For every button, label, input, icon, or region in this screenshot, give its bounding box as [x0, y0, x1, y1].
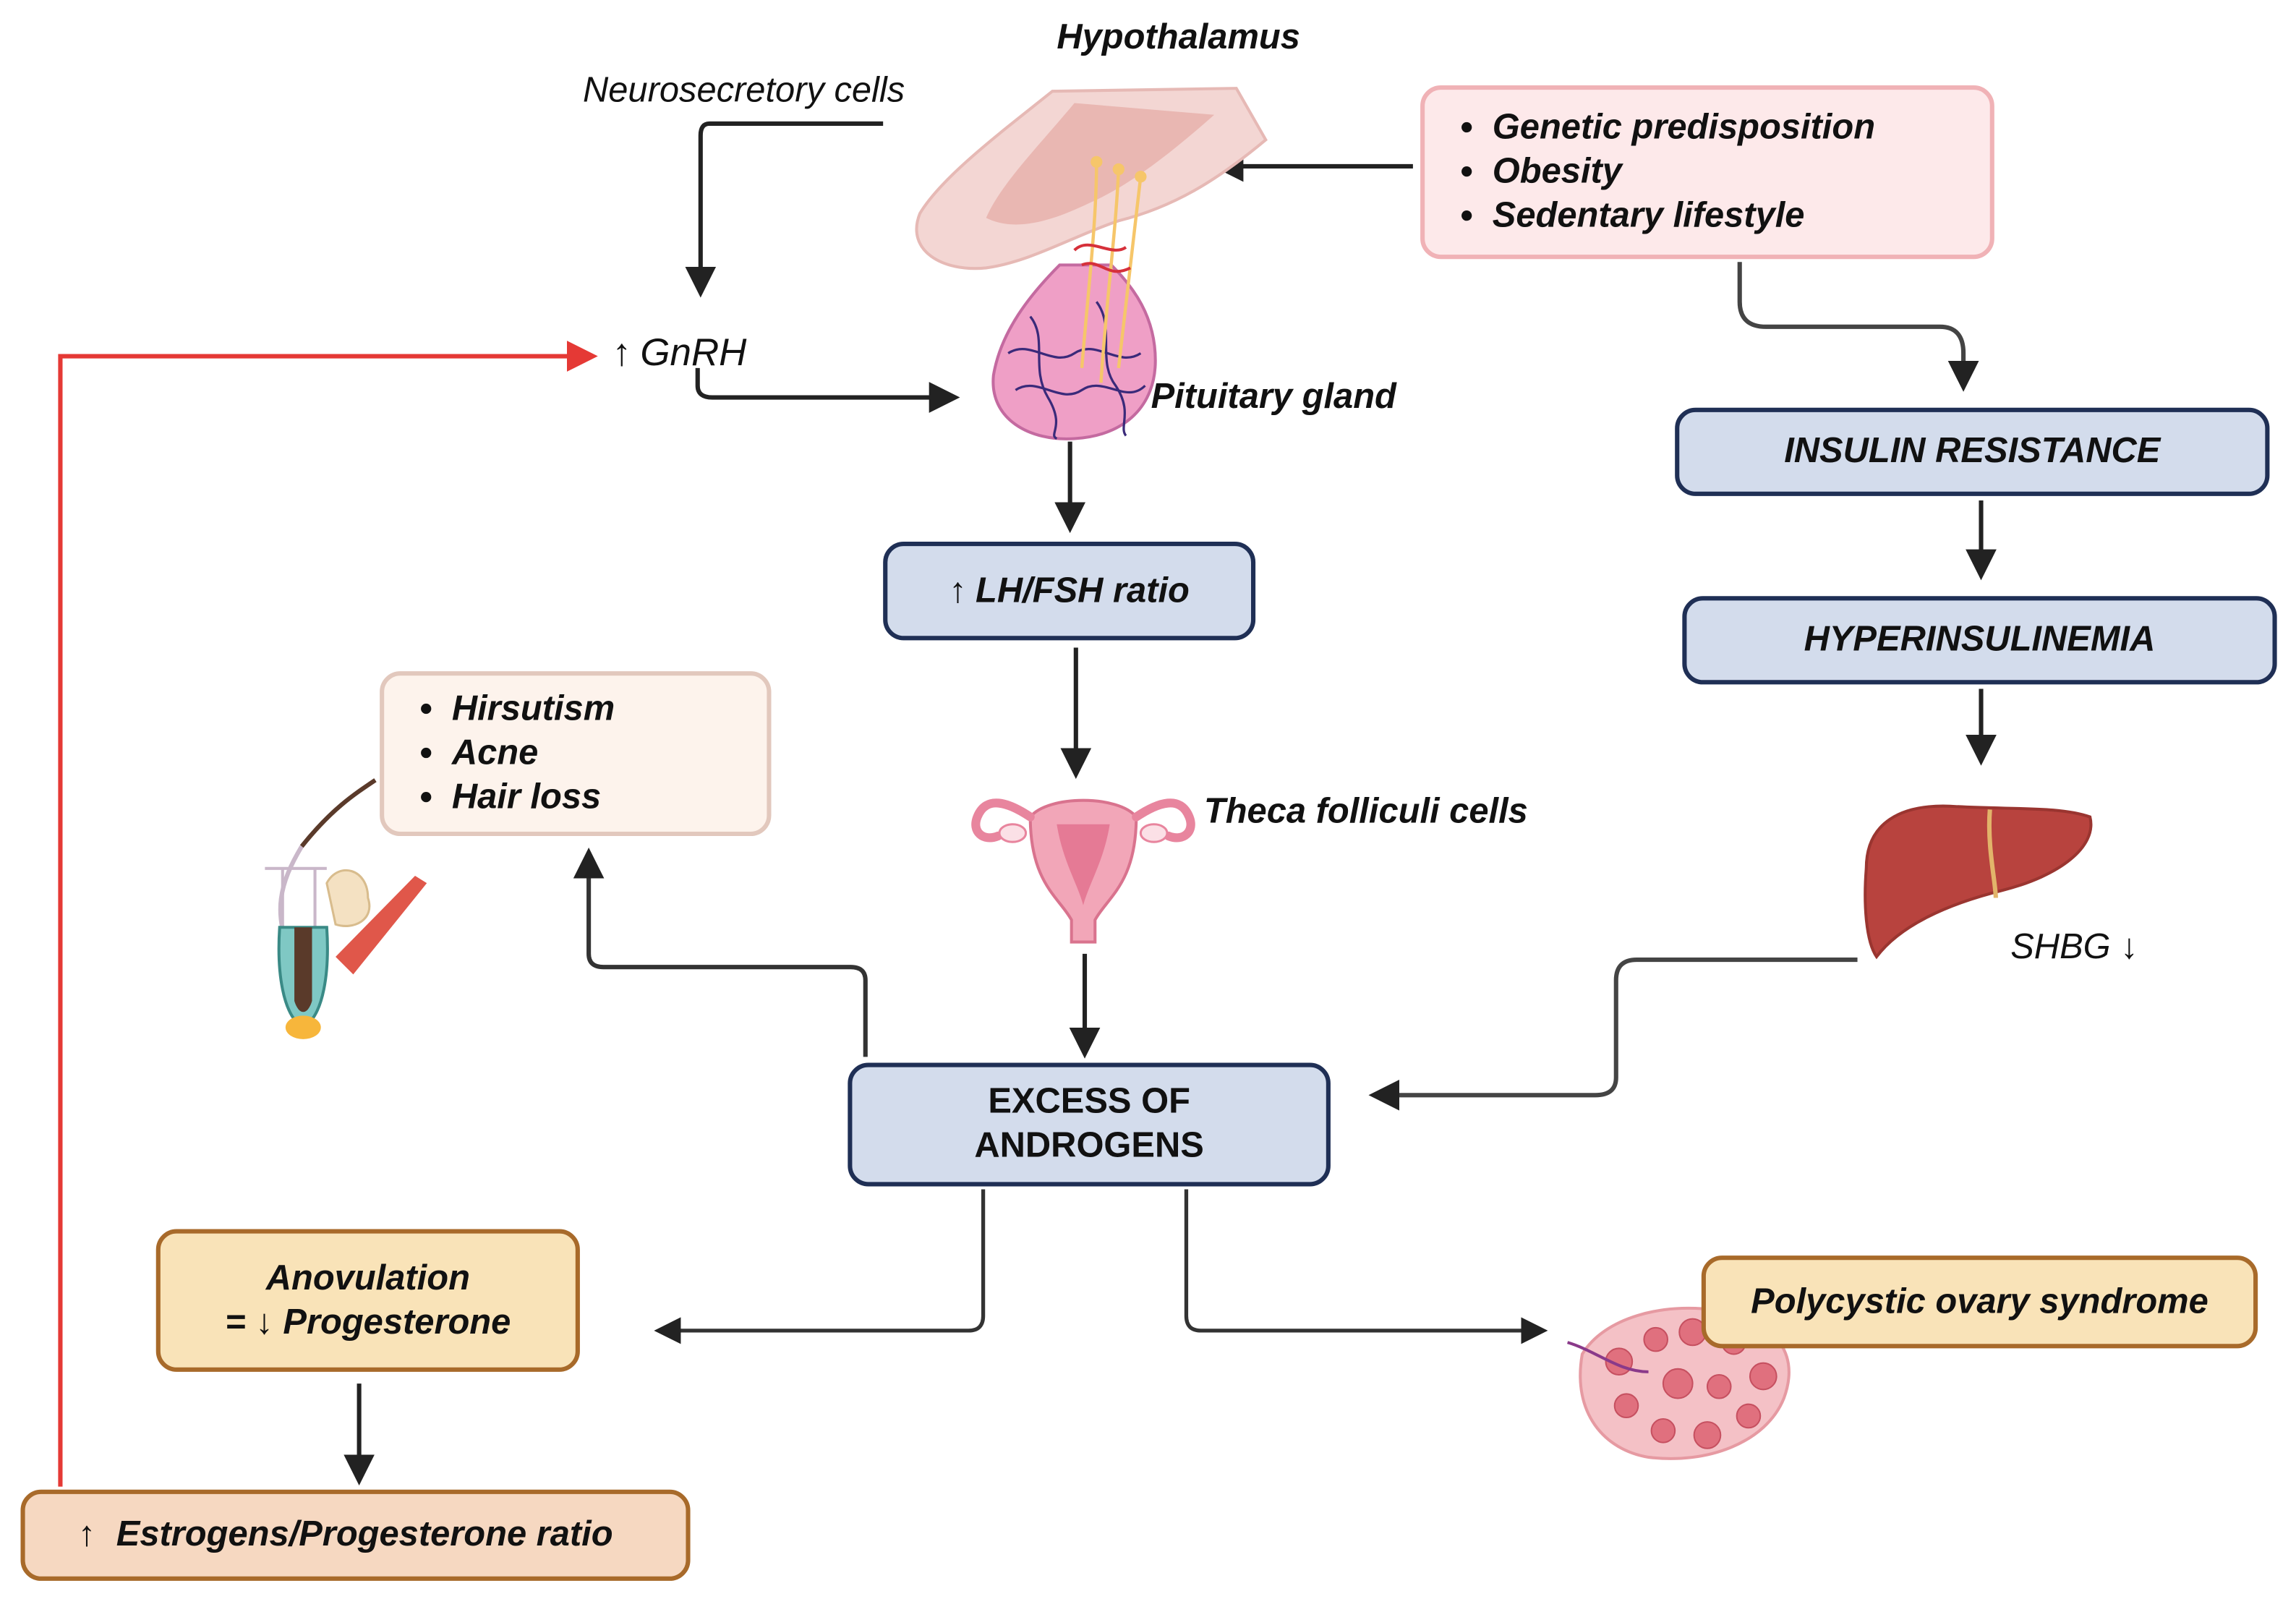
down-arrow-symbol: ↓ [255, 1302, 273, 1342]
neurosecretory-label: Neurosecretory cells [582, 70, 905, 111]
uterus-icon [971, 798, 1195, 944]
hyperinsulinemia-box: HYPERINSULINEMIA [1682, 596, 2277, 685]
symptom-item: Acne [452, 732, 615, 776]
risk-factor-item: Genetic predisposition [1493, 106, 1875, 150]
estrogen-progesterone-ratio-box: ↑ Estrogens/Progesterone ratio [20, 1489, 691, 1581]
ratio-text: Estrogens/Progesterone ratio [116, 1514, 613, 1555]
arrow-androgens-to-anovulation [654, 1189, 986, 1344]
risk-factor-item: Obesity [1493, 150, 1875, 195]
progesterone-text: Progesterone [283, 1302, 511, 1342]
pcos-box: Polycystic ovary syndrome [1701, 1255, 2258, 1349]
up-arrow-symbol: ↑ [612, 329, 632, 374]
gnrh-label: ↑GnRH [613, 330, 747, 375]
shbg-text: SHBG [2010, 927, 2111, 968]
hypothalamus-label: Hypothalamus [1057, 17, 1300, 58]
down-arrow-symbol: ↓ [2120, 927, 2138, 968]
excess-androgens-box: EXCESS OF ANDROGENS [848, 1062, 1331, 1187]
arrow-androgens-to-pcos [1184, 1189, 1548, 1344]
liver-icon [1864, 804, 2093, 960]
theca-label: Theca folliculi cells [1203, 791, 1528, 832]
up-arrow-symbol: ↑ [77, 1514, 96, 1555]
lh-fsh-box: ↑LH/FSH ratio [883, 541, 1256, 641]
feedback-arrow [58, 341, 598, 1487]
hair-follicle-icon [265, 778, 427, 1039]
insulin-resistance-box: INSULIN RESISTANCE [1675, 407, 2270, 496]
symptoms-box: Hirsutism Acne Hair loss [380, 671, 772, 837]
gnrh-text: GnRH [640, 329, 747, 374]
lh-fsh-text: LH/FSH ratio [976, 570, 1190, 610]
hypothalamus-pituitary-icon [915, 87, 1268, 440]
anovulation-line1: Anovulation [265, 1258, 470, 1298]
risk-factors-list: Genetic predisposition Obesity Sedentary… [1454, 106, 1875, 239]
arrow-liver-to-androgens [1368, 957, 1858, 1111]
anovulation-box: Anovulation = ↓ Progesterone [155, 1229, 580, 1372]
arrow-gnrh-to-pituitary [695, 367, 960, 413]
symptom-item: Hirsutism [452, 687, 615, 731]
up-arrow-symbol: ↑ [949, 570, 967, 610]
symptoms-list: Hirsutism Acne Hair loss [414, 687, 615, 819]
risk-factors-box: Genetic predisposition Obesity Sedentary… [1420, 85, 1994, 260]
equals-symbol: = [225, 1302, 246, 1342]
anovulation-line2-row: = ↓ Progesterone [225, 1300, 511, 1344]
androgens-line1: EXCESS OF [988, 1081, 1190, 1122]
shbg-label: SHBG ↓ [2010, 927, 2138, 968]
arrow-neurosecretory-to-gnrh [685, 121, 884, 298]
symptom-item: Hair loss [452, 776, 615, 820]
pituitary-label: Pituitary gland [1151, 377, 1396, 417]
arrow-androgens-to-symptoms [573, 847, 868, 1057]
risk-factor-item: Sedentary lifestyle [1493, 195, 1875, 239]
arrow-risk-to-insulin [1737, 262, 1979, 392]
androgens-line2: ANDROGENS [974, 1126, 1204, 1166]
